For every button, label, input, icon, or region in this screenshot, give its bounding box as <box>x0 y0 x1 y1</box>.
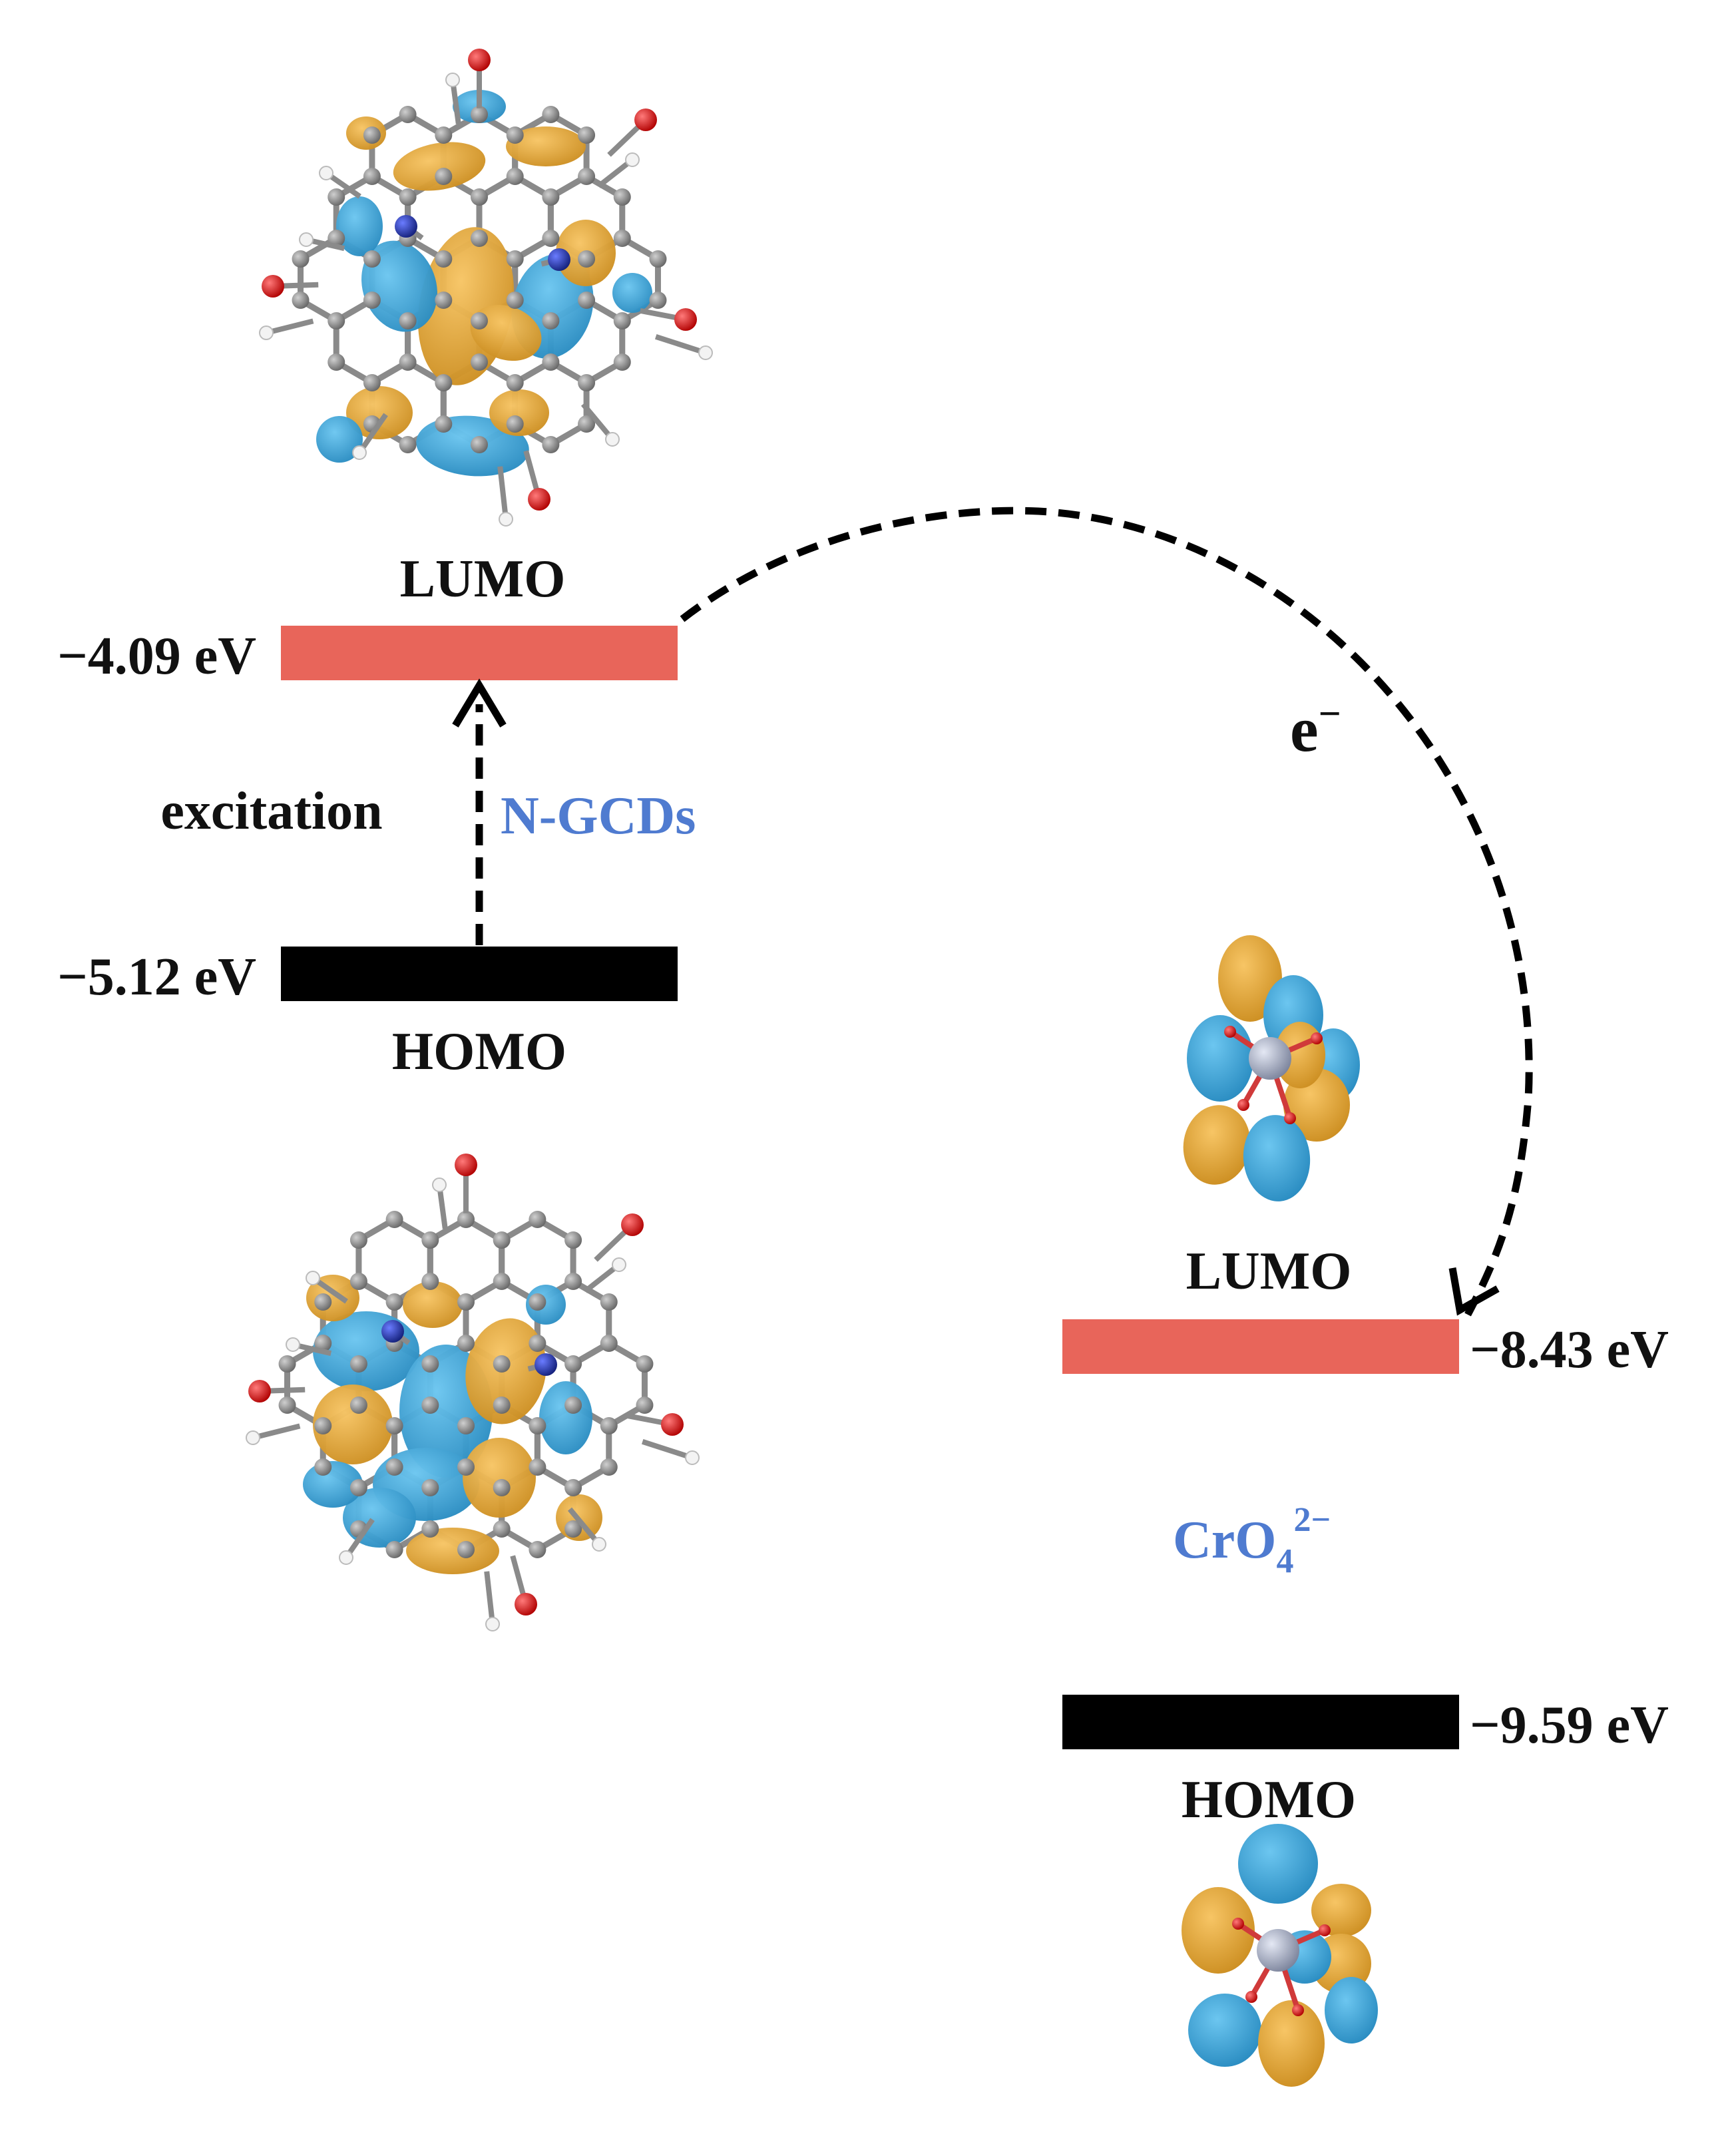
ngcds-lumo-label: LUMO <box>400 550 566 608</box>
molecular-orbital-homo-ngcds-icon <box>246 1154 700 1631</box>
cro4-lumo-level-bar <box>1062 1319 1459 1374</box>
molecular-orbital-lumo-cro4-icon <box>1183 935 1360 1201</box>
ngcds-lumo-level-bar <box>281 626 678 680</box>
ngcds-homo-energy: −5.12 eV <box>57 948 256 1006</box>
cro4-lumo-energy: −8.43 eV <box>1470 1321 1669 1379</box>
cro4-homo-label: HOMO <box>1182 1771 1356 1829</box>
excitation-label: excitation <box>160 782 382 841</box>
ngcds-name-label: N-GCDs <box>501 787 696 845</box>
molecular-orbital-lumo-ngcds-icon <box>259 49 713 527</box>
ngcds-lumo-energy: −4.09 eV <box>57 627 256 686</box>
cro4-homo-energy: −9.59 eV <box>1470 1696 1669 1755</box>
cro4-lumo-label: LUMO <box>1186 1242 1352 1301</box>
electron-transfer-arrow <box>680 507 1533 1317</box>
electron-label: e− <box>1290 692 1341 765</box>
cro4-homo-level-bar <box>1062 1695 1459 1749</box>
molecular-orbital-homo-cro4-icon <box>1182 1824 1378 2087</box>
cro4-name-label: CrO42− <box>1173 1501 1331 1580</box>
ngcds-homo-label: HOMO <box>392 1022 566 1081</box>
ngcds-homo-level-bar <box>281 947 678 1001</box>
excitation-arrow <box>452 678 507 945</box>
